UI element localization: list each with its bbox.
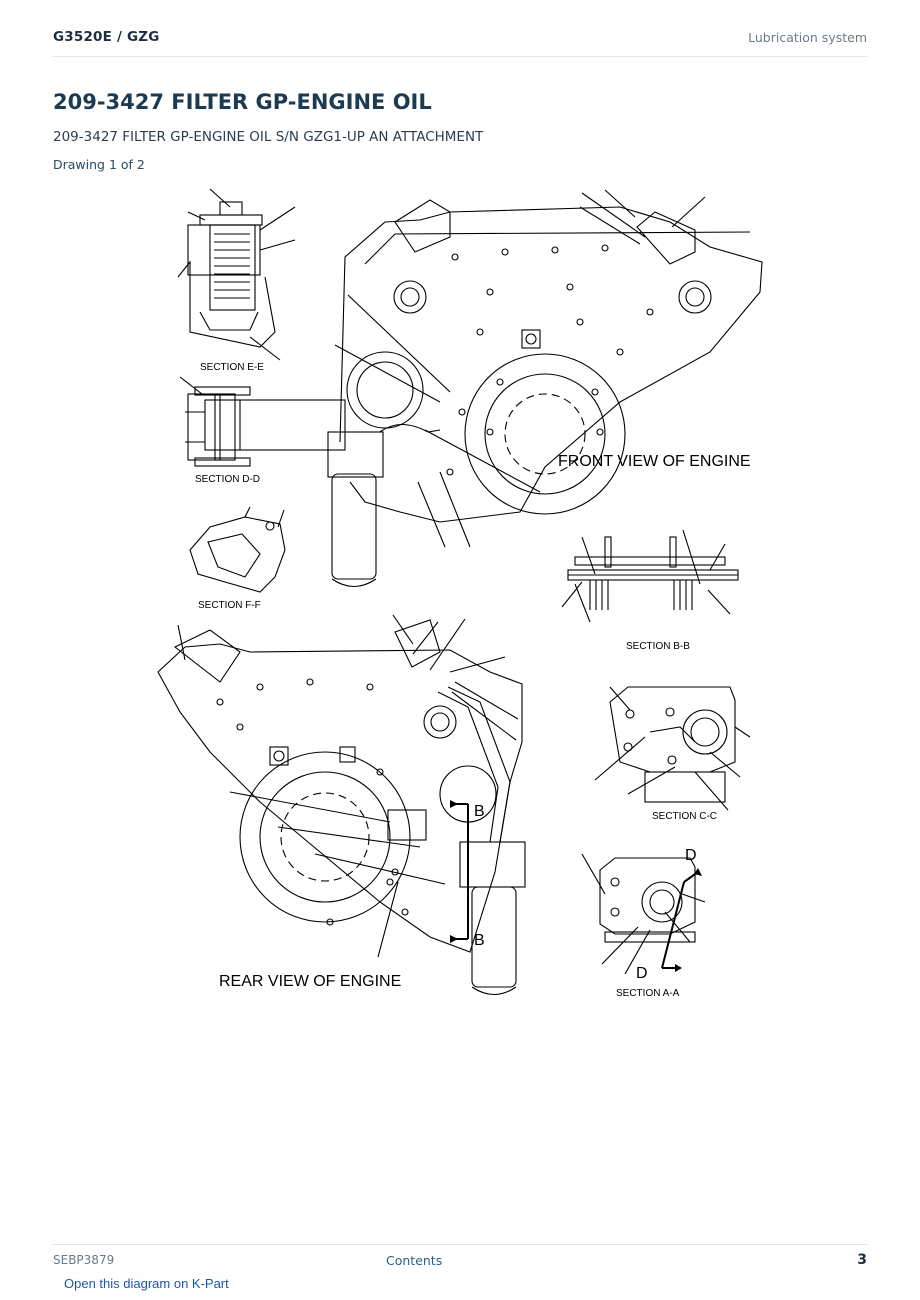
- section-b-marker: [450, 803, 469, 940]
- section-cc-drawing: [594, 686, 751, 811]
- document-number: SEBP3879: [53, 1253, 115, 1267]
- section-bb-drawing: [561, 529, 739, 623]
- contents-link[interactable]: Contents: [386, 1253, 443, 1268]
- section-dd-drawing: [179, 376, 346, 467]
- rear-view-drawing: [157, 614, 526, 996]
- section-d-marker: [661, 871, 699, 969]
- section-b-top-letter: B: [474, 803, 485, 820]
- section-bb-label: SECTION B-B: [626, 641, 690, 652]
- front-view-drawing: [327, 189, 763, 588]
- section-ff-drawing: [189, 506, 286, 593]
- section-d-bottom-letter: D: [636, 965, 648, 982]
- section-dd-label: SECTION D-D: [195, 474, 260, 485]
- section-ff-label: SECTION F-F: [198, 600, 261, 611]
- section-cc-label: SECTION C-C: [652, 811, 717, 822]
- page-title: 209-3427 FILTER GP-ENGINE OIL: [53, 90, 432, 114]
- section-aa-drawing: [581, 853, 706, 975]
- section-d-top-letter: D: [685, 847, 697, 864]
- rear-view-label: REAR VIEW OF ENGINE: [219, 973, 401, 990]
- section-aa-label: SECTION A-A: [616, 988, 680, 999]
- parts-diagram: SECTION E-E SECTION D-D SECTION F-F FRON…: [157, 188, 763, 999]
- page-number: 3: [857, 1252, 867, 1268]
- front-view-label: FRONT VIEW OF ENGINE: [558, 453, 751, 470]
- page-footer: SEBP3879 Contents 3: [53, 1244, 867, 1275]
- model-label: G3520E / GZG: [53, 29, 160, 45]
- page-subtitle: 209-3427 FILTER GP-ENGINE OIL S/N GZG1-U…: [53, 129, 484, 145]
- section-ee-drawing: [177, 188, 296, 361]
- kpart-link[interactable]: Open this diagram on K-Part: [64, 1276, 229, 1291]
- drawing-reference: Drawing 1 of 2: [53, 157, 145, 172]
- section-label: Lubrication system: [748, 30, 867, 45]
- section-b-bottom-letter: B: [474, 932, 485, 949]
- page-header: G3520E / GZG Lubrication system: [53, 26, 867, 57]
- section-ee-label: SECTION E-E: [200, 362, 264, 373]
